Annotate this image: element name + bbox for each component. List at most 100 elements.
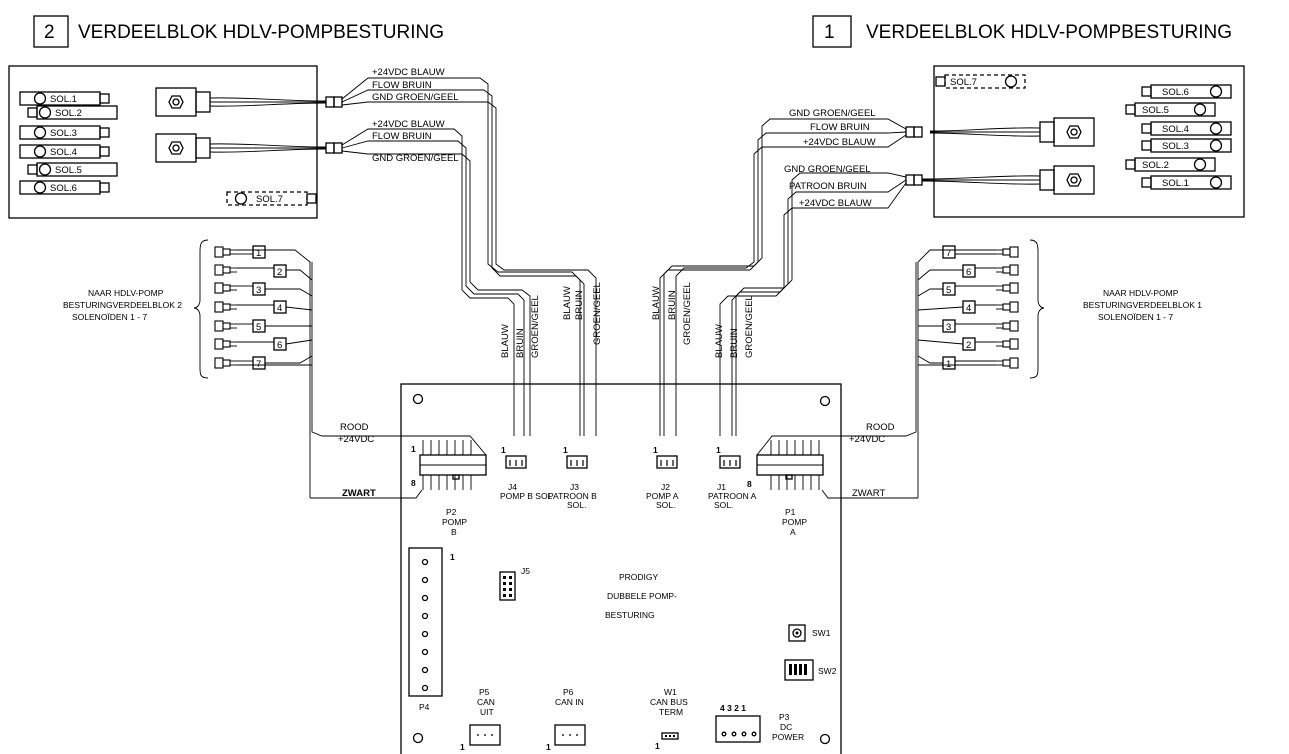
mount-hole-tr (819, 395, 831, 407)
svg-text:8: 8 (747, 479, 752, 489)
svg-text:POMP: POMP (782, 517, 807, 527)
manifold-left-solenoid-4: SOL.4 (19, 144, 110, 159)
wire-label-right-bottom-1: GND GROEN/GEEL (784, 164, 871, 175)
svg-text:TERM: TERM (659, 707, 683, 717)
svg-text:B: B (451, 527, 457, 537)
board-title-1: PRODIGY (619, 572, 659, 582)
svg-text:P4: P4 (419, 702, 430, 712)
svg-text:J4: J4 (508, 482, 517, 492)
header-right: 1 VERDEELBLOK HDLV-POMPBESTURING (812, 15, 1232, 48)
svg-text:POWER: POWER (772, 732, 804, 742)
control-board: 1 8 P2 POMP B 8 P1 POMP A 1 J4 POMP B SO… (400, 383, 842, 754)
header-left-number: 2 (44, 22, 55, 43)
switch-sw1: SW1 (788, 624, 831, 642)
svg-text:1: 1 (450, 552, 455, 562)
wire-label-right-top-1: GND GROEN/GEEL (789, 108, 876, 119)
mount-hole-br (819, 733, 831, 745)
svg-text:1: 1 (716, 445, 721, 455)
svg-text:SOL.5: SOL.5 (1142, 105, 1169, 116)
manifold-left: SOL.1 SOL.2 SOL.3 SOL.4 SOL.5 SOL.6 (8, 65, 318, 219)
cable-left-bottom (209, 128, 531, 436)
connector-p5: P5 CAN UIT 1 (460, 687, 501, 752)
manifold-left-solenoid-1: SOL.1 (19, 91, 110, 106)
manifold-right-solenoid-4: SOL.4 (1141, 121, 1232, 136)
svg-text:SW1: SW1 (812, 628, 831, 638)
svg-text:SOL.1: SOL.1 (50, 94, 77, 105)
manifold-right: SOL.7 SOL.6 SOL.5 SOL.4 SOL.3 SOL.2 (933, 65, 1245, 218)
wire-label-left-top-1: +24VDC BLAUW (372, 67, 445, 78)
board-title-3: BESTURING (605, 610, 655, 620)
svg-text:P1: P1 (785, 507, 796, 517)
manifold-left-solenoid-3: SOL.3 (19, 125, 110, 140)
svg-text:P5: P5 (479, 687, 490, 697)
mount-hole-bl (412, 732, 424, 744)
svg-text:SOL.2: SOL.2 (1142, 160, 1169, 171)
svg-text:SOL.2: SOL.2 (55, 108, 82, 119)
svg-text:SOL.: SOL. (656, 500, 675, 510)
manifold-right-solenoid-5: SOL.5 (1125, 102, 1216, 117)
svg-text:J3: J3 (570, 482, 579, 492)
v24-label-right: +24VDC (849, 434, 885, 445)
connector-p1: 8 P1 POMP A (747, 435, 824, 537)
svg-text:SOL.: SOL. (567, 500, 586, 510)
cable-right-top (659, 118, 1041, 436)
svg-text:1: 1 (256, 248, 261, 259)
v24-label-left: +24VDC (338, 434, 374, 445)
svg-text:5: 5 (256, 322, 261, 333)
svg-text:CAN BUS: CAN BUS (650, 697, 688, 707)
svg-text:BLAUW: BLAUW (651, 286, 662, 320)
connector-j1: 1 J1 PATROON A SOL. (708, 445, 757, 510)
svg-text:4: 4 (966, 303, 971, 314)
svg-text:BRUIN: BRUIN (515, 328, 526, 358)
manifold-right-solenoid-3: SOL.3 (1141, 138, 1232, 153)
svg-text:8: 8 (411, 478, 416, 488)
svg-text:P2: P2 (446, 507, 457, 517)
header-right-number: 1 (824, 22, 835, 43)
svg-text:SOL.4: SOL.4 (50, 147, 77, 158)
svg-text:6: 6 (966, 267, 971, 278)
svg-text:SW2: SW2 (818, 666, 837, 676)
svg-text:1: 1 (411, 444, 416, 454)
svg-text:SOL.7: SOL.7 (950, 77, 977, 88)
svg-text:PATROON B: PATROON B (548, 491, 597, 501)
harness-left-label-1: NAAR HDLV-POMP (88, 288, 164, 298)
connector-p3: 4 3 2 1 P3 DC POWER (715, 703, 804, 743)
svg-text:4 3 2 1: 4 3 2 1 (720, 703, 746, 713)
svg-text:BLAUW: BLAUW (714, 324, 725, 358)
svg-text:DC: DC (780, 722, 792, 732)
manifold-right-solenoid-7: SOL.7 (935, 74, 1026, 89)
svg-text:POMP A: POMP A (646, 491, 679, 501)
svg-text:7: 7 (256, 359, 261, 370)
svg-text:3: 3 (256, 285, 261, 296)
svg-text:GROEN/GEEL: GROEN/GEEL (592, 282, 603, 345)
header-left-title: VERDEELBLOK HDLV-POMPBESTURING (78, 22, 444, 43)
harness-right: 7 6 5 4 3 2 1 NAAR HDLV-POMP BESTURINGVE… (820, 239, 1202, 499)
svg-text:PATROON A: PATROON A (708, 491, 757, 501)
wire-label-left-bottom-1: +24VDC BLAUW (372, 119, 445, 130)
wire-label-left-bottom-3: GND GROEN/GEEL (372, 153, 459, 164)
svg-text:SOL.3: SOL.3 (1162, 141, 1189, 152)
connector-j5: J5 (499, 566, 530, 601)
svg-text:1: 1 (501, 445, 506, 455)
harness-left-label-3: SOLENOÏDEN 1 - 7 (72, 312, 147, 322)
wire-label-right-top-3: +24VDC BLAUW (803, 137, 876, 148)
connector-w1: W1 CAN BUS TERM 1 (650, 687, 688, 751)
svg-text:1: 1 (563, 445, 568, 455)
svg-text:1: 1 (546, 742, 551, 752)
svg-text:6: 6 (277, 340, 282, 351)
header-right-title: VERDEELBLOK HDLV-POMPBESTURING (866, 22, 1232, 43)
rood-label-left: ROOD (340, 422, 369, 433)
svg-text:1: 1 (653, 445, 658, 455)
connector-j4: 1 J4 POMP B SOL (500, 445, 553, 501)
svg-text:2: 2 (966, 340, 971, 351)
zwart-label-left: ZWART (342, 488, 376, 499)
svg-text:SOL.: SOL. (714, 500, 733, 510)
svg-text:A: A (790, 527, 796, 537)
rood-label-right: ROOD (866, 422, 895, 433)
svg-text:J1: J1 (717, 482, 726, 492)
svg-text:BLAUW: BLAUW (500, 324, 511, 358)
switch-sw2: SW2 (784, 659, 837, 681)
svg-text:5: 5 (946, 285, 951, 296)
transducer-left-bottom (155, 133, 211, 163)
